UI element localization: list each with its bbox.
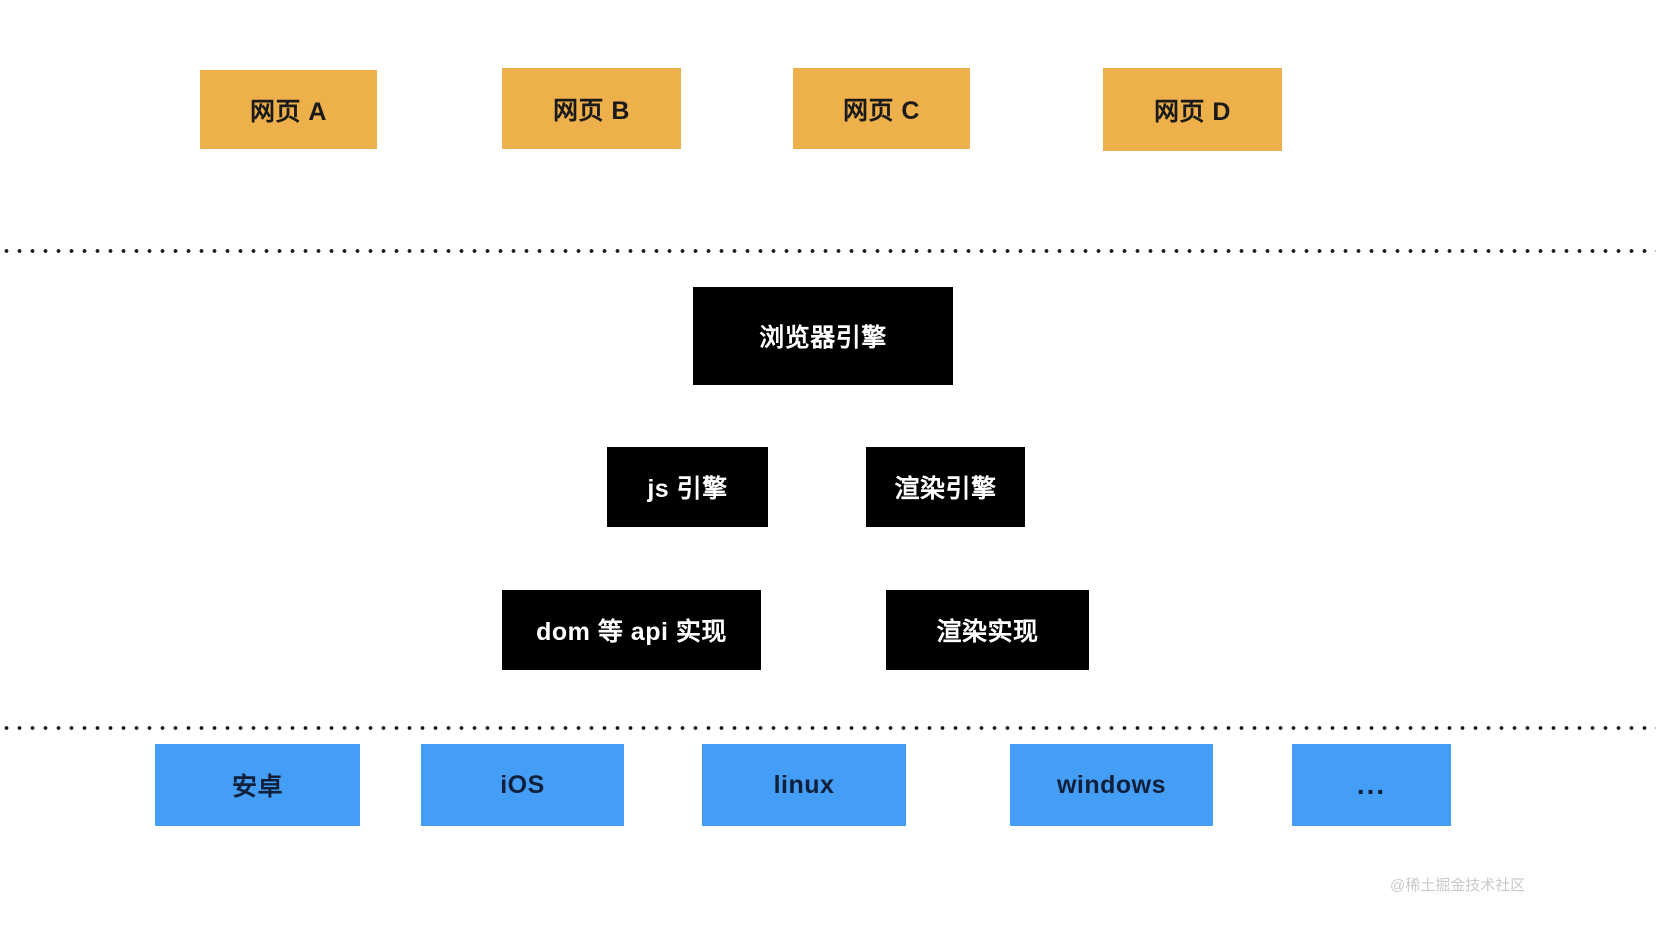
node-operating-systems-4: windows <box>1010 744 1213 826</box>
node-web-pages-4: 网页 D <box>1103 68 1282 151</box>
node-operating-systems-5: ... <box>1292 744 1451 826</box>
node-sub-engines-1: js 引擎 <box>607 447 768 527</box>
node-implementations-2: 渲染实现 <box>886 590 1089 670</box>
node-operating-systems-2: iOS <box>421 744 624 826</box>
node-sub-engines-2: 渲染引擎 <box>866 447 1025 527</box>
node-web-pages-3: 网页 C <box>793 68 970 149</box>
node-operating-systems-3: linux <box>702 744 906 826</box>
divider-pages-engine <box>0 249 1656 253</box>
divider-engine-os <box>0 726 1656 730</box>
node-browser-engine-1: 浏览器引擎 <box>693 287 953 385</box>
node-operating-systems-1: 安卓 <box>155 744 360 826</box>
watermark: @稀土掘金技术社区 <box>1390 877 1526 894</box>
node-web-pages-1: 网页 A <box>200 70 377 149</box>
node-implementations-1: dom 等 api 实现 <box>502 590 761 670</box>
node-web-pages-2: 网页 B <box>502 68 681 149</box>
